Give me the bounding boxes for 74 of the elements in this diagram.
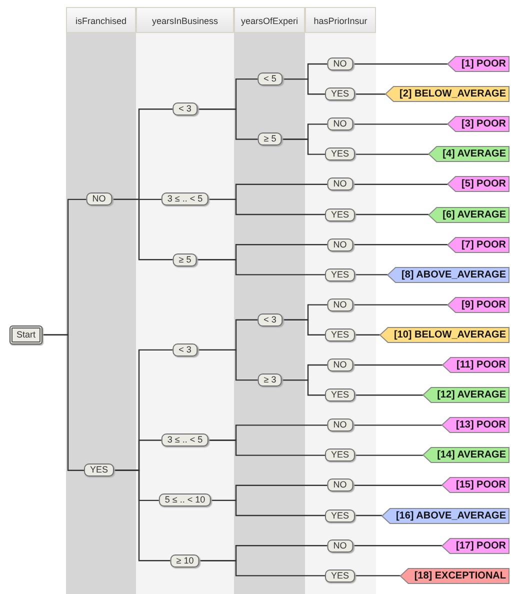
- condition-label: < 3: [172, 102, 198, 116]
- connector-line: [114, 470, 170, 562]
- connector-line: [282, 78, 325, 95]
- connector-line: [355, 94, 386, 95]
- condition-label: 5 ≤ .. < 10: [158, 494, 212, 507]
- condition-label: < 5: [258, 72, 282, 86]
- connector-line: [352, 63, 448, 65]
- connector-line: [211, 500, 325, 516]
- connector-line: [355, 514, 382, 516]
- outcome-tag: [2] BELOW_AVERAGE: [386, 86, 509, 102]
- connector-line: [197, 259, 325, 276]
- connector-line: [355, 575, 400, 576]
- connector-line: [208, 440, 325, 456]
- condition-label: NO: [327, 178, 353, 191]
- outcome-tag: [7] POOR: [448, 237, 509, 252]
- condition-label: 3 ≤ .. < 5: [161, 192, 209, 206]
- outcome-tag: [8] ABOVE_AVERAGE: [388, 267, 509, 282]
- column-header: yearsOfExperi: [234, 7, 305, 33]
- condition-label: 3 ≤ .. < 5: [161, 434, 209, 447]
- connector-line: [355, 274, 388, 276]
- outcome-tag: [17] POOR: [442, 538, 509, 554]
- connector-line: [282, 379, 325, 396]
- condition-label: NO: [327, 58, 353, 70]
- connector-line: [197, 108, 258, 140]
- condition-label: NO: [327, 478, 353, 492]
- condition-label: YES: [325, 388, 355, 402]
- outcome-tag: [16] ABOVE_AVERAGE: [382, 508, 509, 523]
- outcome-tag: [4] AVERAGE: [428, 146, 509, 162]
- connector-line: [352, 184, 448, 185]
- outcome-tag: [6] AVERAGE: [428, 207, 509, 222]
- connector-line: [355, 454, 424, 456]
- start-box: Start: [10, 325, 42, 344]
- connector-line: [208, 198, 325, 216]
- condition-label: NO: [86, 192, 112, 206]
- outcome-tag: [10] BELOW_AVERAGE: [380, 327, 509, 342]
- outcome-tag: [1] POOR: [448, 56, 509, 72]
- condition-label: YES: [325, 88, 355, 101]
- connector-line: [42, 334, 84, 471]
- outcome-tag: [11] POOR: [442, 358, 509, 372]
- connector-line: [352, 484, 442, 486]
- condition-label: NO: [327, 358, 353, 372]
- outcome-tag: [3] POOR: [448, 116, 509, 132]
- outcome-tag: [12] AVERAGE: [423, 388, 509, 403]
- connector-line: [352, 124, 448, 125]
- connector-line: [355, 394, 424, 396]
- connector-line: [197, 349, 258, 381]
- outcome-tag: [14] AVERAGE: [423, 448, 509, 463]
- column-header: yearsInBusiness: [136, 7, 234, 33]
- connector-line: [355, 334, 380, 336]
- condition-label: YES: [84, 464, 114, 477]
- connector-line: [355, 154, 429, 155]
- connector-line: [200, 560, 325, 576]
- condition-label: ≥ 3: [258, 374, 282, 387]
- condition-label: ≥ 5: [258, 132, 282, 146]
- outcome-tag: [15] POOR: [442, 478, 509, 493]
- connector-line: [352, 304, 448, 306]
- connector-line: [352, 545, 442, 546]
- condition-label: NO: [327, 418, 353, 432]
- connector-line: [355, 214, 429, 216]
- outcome-tag: [5] POOR: [448, 176, 509, 192]
- connector-line: [352, 244, 448, 246]
- connector-line: [352, 364, 443, 366]
- column-header: isFranchised: [66, 7, 136, 33]
- connector-line: [282, 319, 325, 336]
- condition-label: YES: [325, 148, 355, 161]
- condition-label: YES: [325, 448, 355, 462]
- condition-label: NO: [327, 118, 353, 131]
- outcome-tag: [13] POOR: [442, 418, 509, 433]
- connector-line: [352, 424, 442, 426]
- outcome-tag: [9] POOR: [448, 297, 509, 312]
- connector-line: [282, 138, 325, 155]
- column-header: hasPriorInsur: [305, 7, 376, 33]
- connector-line: [112, 198, 173, 260]
- outcome-tag: [18] EXCEPTIONAL: [400, 568, 509, 584]
